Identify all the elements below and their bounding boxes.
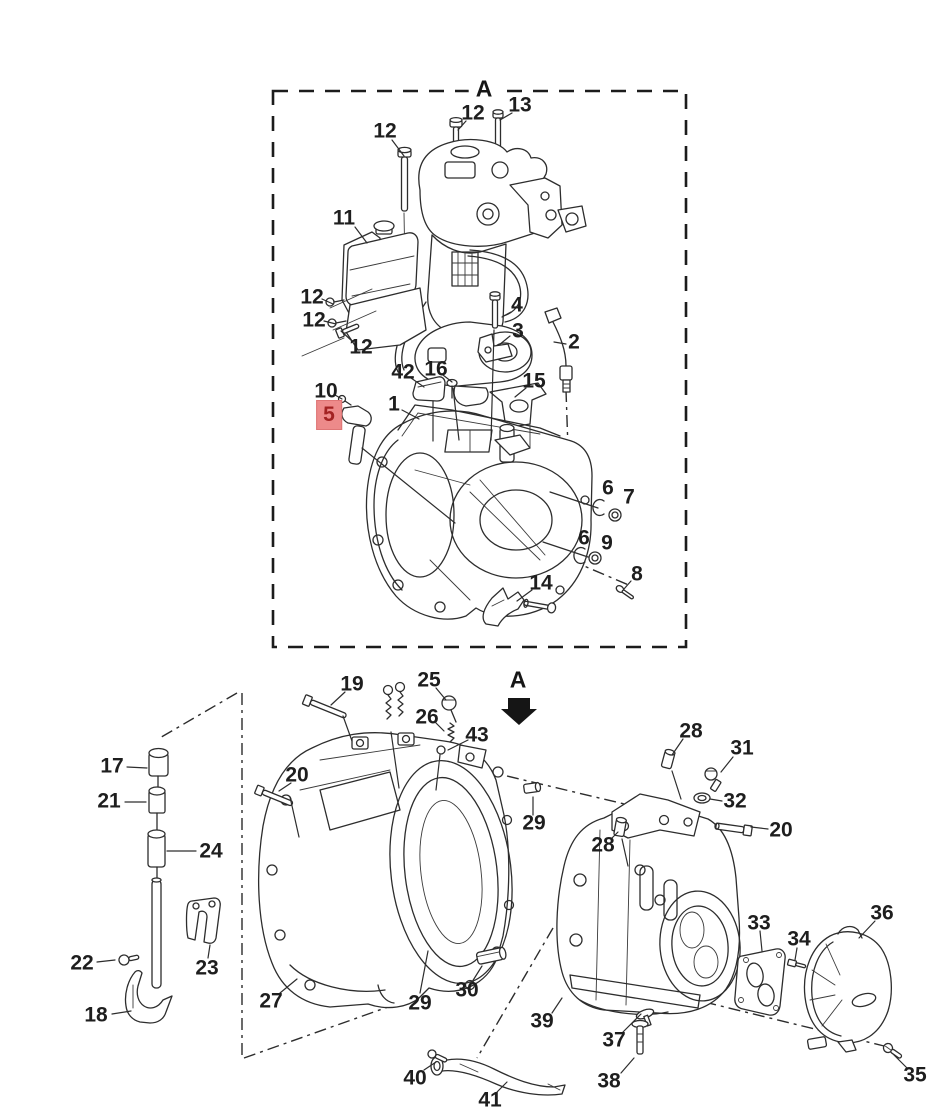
- callout-39: 39: [530, 1009, 554, 1033]
- sensor-2-drawing: [544, 307, 573, 393]
- bolt-20a-drawing: [254, 784, 294, 807]
- bracket-14-drawing: [482, 587, 557, 627]
- callout-4: 4: [511, 293, 523, 317]
- callout-34: 34: [787, 927, 811, 951]
- actuator-assembly-drawing: [394, 109, 587, 407]
- callout-41: 41: [478, 1088, 502, 1112]
- bracket-3-drawing: [477, 333, 513, 363]
- washer-32-drawing: [693, 792, 711, 804]
- callout-20: 20: [285, 763, 309, 787]
- callout-26: 26: [415, 705, 439, 729]
- dowel-30-drawing: [475, 946, 507, 965]
- bolt-40-drawing: [427, 1049, 448, 1063]
- spring-26-drawing: [447, 722, 455, 743]
- pin-28b-drawing: [613, 816, 627, 838]
- callout-9: 9: [601, 531, 613, 555]
- callout-40: 40: [403, 1066, 427, 1090]
- callout-37: 37: [602, 1028, 626, 1052]
- callout-6: 6: [602, 476, 614, 500]
- rod-assembly-drawing: [118, 747, 221, 1024]
- callout-12: 12: [461, 101, 485, 125]
- plug-37-drawing: [635, 1008, 655, 1027]
- callout-5: 5: [316, 400, 342, 430]
- pin-28a-drawing: [660, 748, 676, 770]
- callout-12: 12: [302, 308, 326, 332]
- callout-28: 28: [679, 719, 703, 743]
- callout-35: 35: [903, 1063, 927, 1087]
- callout-29: 29: [408, 991, 432, 1015]
- bolt-34-drawing: [786, 958, 807, 969]
- ball-43-drawing: [436, 745, 446, 755]
- callout-8: 8: [631, 562, 643, 586]
- callout-3: 3: [512, 319, 524, 343]
- callout-19: 19: [340, 672, 364, 696]
- lever-41-drawing: [427, 1049, 566, 1096]
- callout-43: 43: [465, 723, 489, 747]
- callout-38: 38: [597, 1069, 621, 1093]
- clip-6a-drawing: [592, 498, 605, 517]
- detail-box-a: [271, 89, 688, 649]
- view-a-label: A: [509, 666, 527, 693]
- callout-20: 20: [769, 818, 793, 842]
- detent-springs-drawing: [382, 681, 457, 755]
- callout-12: 12: [373, 119, 397, 143]
- callout-15: 15: [522, 369, 546, 393]
- callout-2: 2: [568, 330, 580, 354]
- bolt-4-drawing: [489, 291, 501, 329]
- sensor-31-drawing: [704, 767, 722, 792]
- callout-14: 14: [529, 571, 553, 595]
- nut-9-drawing: [588, 551, 602, 565]
- callout-6: 6: [578, 526, 590, 550]
- nut-7-drawing: [608, 508, 622, 522]
- bolt-22-drawing: [118, 954, 140, 966]
- callout-10: 10: [314, 379, 338, 403]
- section-a-label: A: [468, 77, 500, 101]
- callout-7: 7: [623, 485, 635, 509]
- callout-12: 12: [300, 285, 324, 309]
- callout-24: 24: [199, 839, 223, 863]
- reservoir-drawing: [301, 220, 427, 357]
- callout-22: 22: [70, 951, 94, 975]
- callout-30: 30: [455, 978, 479, 1002]
- screw-8-drawing: [615, 584, 635, 600]
- callout-18: 18: [84, 1003, 108, 1027]
- callout-25: 25: [417, 668, 441, 692]
- breather-part-5-drawing: [341, 405, 372, 465]
- callout-36: 36: [870, 901, 894, 925]
- gearbox-assembly-drawing: [365, 404, 635, 627]
- view-a-arrow: [501, 698, 537, 725]
- bolt-20b-drawing: [714, 822, 753, 837]
- callout-21: 21: [97, 789, 121, 813]
- callout-33: 33: [747, 911, 771, 935]
- callout-23: 23: [195, 956, 219, 980]
- callout-16: 16: [424, 357, 448, 381]
- bolt-38-drawing: [631, 1019, 649, 1055]
- callout-32: 32: [723, 789, 747, 813]
- dowel-29a-drawing: [523, 781, 542, 794]
- callout-1: 1: [388, 392, 400, 416]
- screw-35-drawing: [882, 1042, 903, 1059]
- leader-lines: [96, 112, 908, 1093]
- callout-29: 29: [522, 811, 546, 835]
- callout-17: 17: [100, 754, 124, 778]
- bell-housing-drawing: [254, 681, 542, 1009]
- callout-31: 31: [730, 736, 754, 760]
- callout-28: 28: [591, 833, 615, 857]
- small-parts-row-drawing: [337, 291, 573, 465]
- clip-6b-drawing: [573, 546, 586, 565]
- callout-42: 42: [391, 360, 415, 384]
- end-cover-drawing: [803, 925, 903, 1059]
- gear-case-drawing: [556, 748, 753, 1055]
- bolt-19-drawing: [301, 694, 347, 719]
- callout-11: 11: [332, 206, 356, 230]
- callout-27: 27: [259, 989, 283, 1013]
- callout-12: 12: [349, 335, 373, 359]
- fork-18-drawing: [124, 969, 173, 1024]
- callout-13: 13: [508, 93, 532, 117]
- gasket-33-drawing: [734, 948, 807, 1016]
- bracket-23-drawing: [185, 897, 221, 944]
